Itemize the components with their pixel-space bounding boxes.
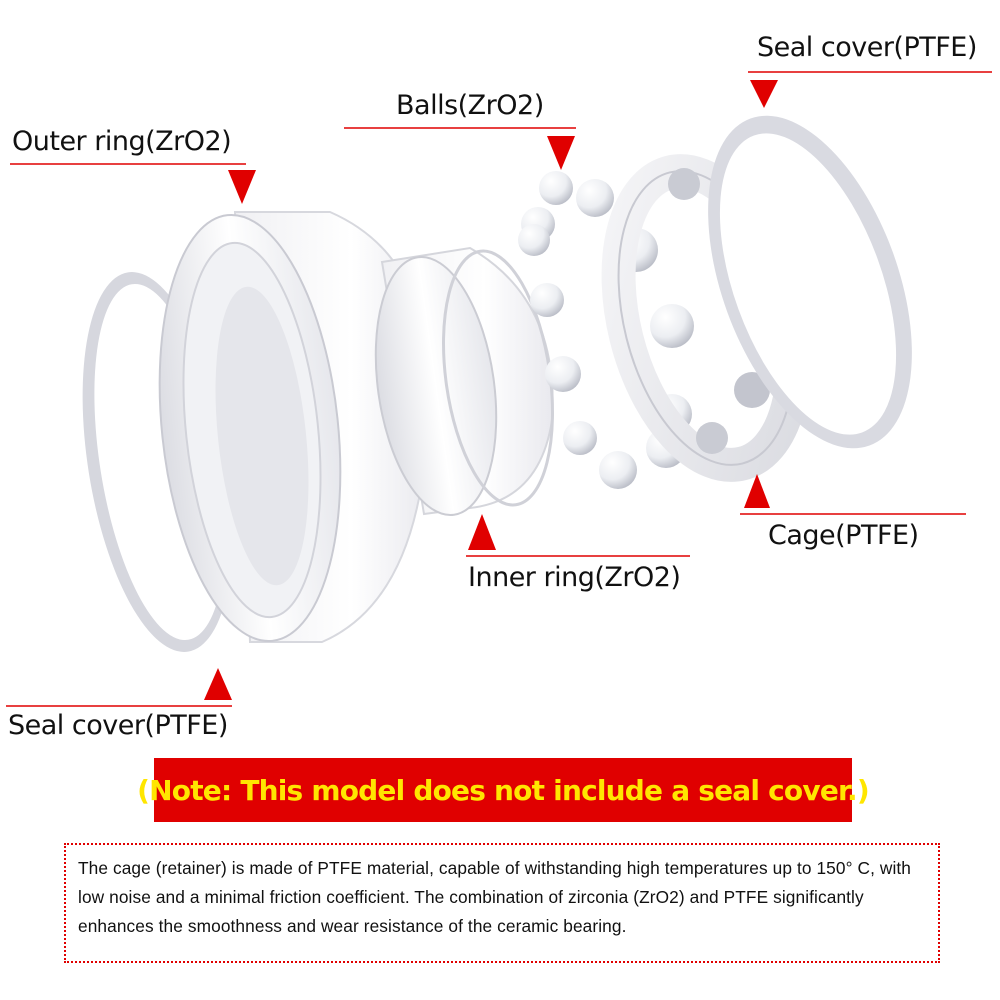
inner-ring (374, 246, 554, 516)
description-box: The cage (retainer) is made of PTFE mate… (64, 843, 940, 963)
seal-cover-bottom-callout (6, 668, 232, 707)
bearing-exploded-diagram (6, 71, 992, 707)
seal-cover-bottom-label: Seal cover(PTFE) (8, 710, 228, 741)
inner-ring-callout (466, 514, 690, 557)
note-banner: (Note: This model does not include a sea… (137, 758, 870, 822)
right-seal-cover (708, 115, 912, 449)
description-text: The cage (retainer) is made of PTFE mate… (78, 858, 912, 936)
cage-label: Cage(PTFE) (768, 520, 919, 551)
balls-callout (344, 127, 576, 170)
seal-cover-top-label: Seal cover(PTFE) (757, 32, 977, 63)
seal-cover-top-callout (748, 71, 992, 108)
note-text: (Note: This model does not include a sea… (137, 773, 870, 807)
outer-ring-label: Outer ring(ZrO2) (12, 126, 232, 157)
cage-callout (740, 474, 966, 515)
balls-label: Balls(ZrO2) (396, 90, 544, 121)
balls (518, 171, 694, 489)
outer-ring-callout (10, 163, 256, 204)
inner-ring-label: Inner ring(ZrO2) (468, 562, 681, 593)
